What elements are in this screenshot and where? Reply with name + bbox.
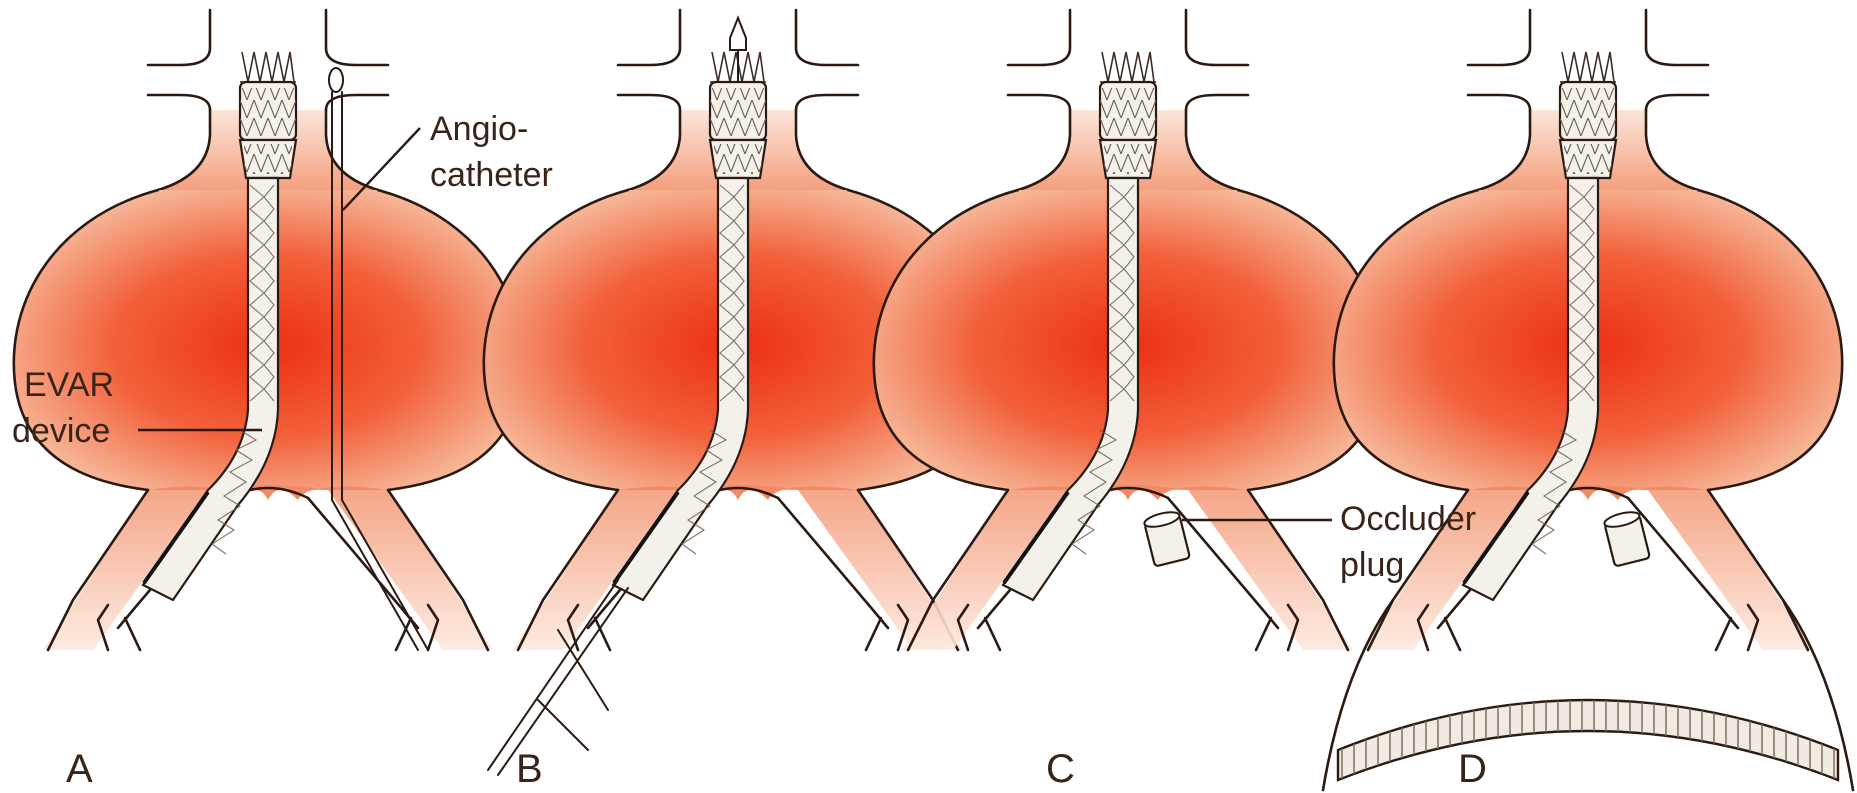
panel-letter-d: D (1458, 747, 1487, 791)
panel-a (14, 10, 522, 650)
label-angiocatheter-line1: Angio- (430, 110, 528, 148)
label-occluder-line2: plug (1340, 546, 1404, 584)
panel-letter-b: B (516, 747, 543, 791)
panel-letter-c: C (1046, 747, 1075, 791)
panel-c (874, 10, 1382, 650)
label-evar-line1: EVAR (24, 366, 114, 404)
label-occluder-line1: Occluder (1340, 500, 1476, 538)
guidewire-tip-icon (730, 18, 746, 50)
panel-letter-a: A (66, 747, 93, 791)
label-angiocatheter-line2: catheter (430, 156, 553, 194)
angiocatheter-tip (329, 68, 343, 92)
label-evar-line2: device (12, 412, 110, 450)
occluder-plug (1143, 509, 1190, 566)
panel-d (1323, 10, 1853, 790)
